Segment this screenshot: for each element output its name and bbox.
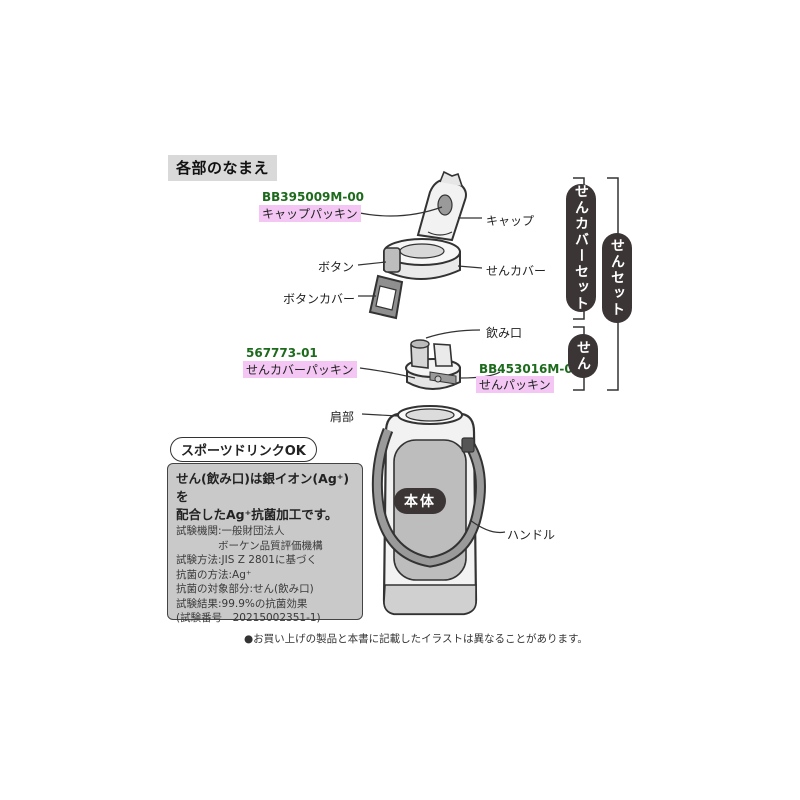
sports-drink-badge: スポーツドリンクOK bbox=[170, 437, 317, 462]
info-line: 抗菌の方法:Ag⁺ bbox=[176, 568, 252, 581]
plug-pill: せん bbox=[568, 334, 598, 378]
plug-cover-packing-code: 567773-01 bbox=[246, 346, 318, 360]
button-cover-label: ボタンカバー bbox=[283, 292, 356, 306]
plug-illustration bbox=[405, 339, 461, 390]
button-shape bbox=[383, 247, 401, 273]
section-title: 各部のなまえ bbox=[168, 155, 278, 181]
handle-label: ハンドル bbox=[507, 528, 556, 542]
plug-set-pill: せんセット bbox=[602, 233, 632, 323]
info-line: 試験方法:JIS Z 2801に基づく bbox=[176, 554, 317, 566]
plug-packing-code: BB453016M-00 bbox=[479, 362, 582, 376]
cap-label: キャップ bbox=[486, 214, 535, 228]
button-cover-illustration bbox=[368, 274, 404, 320]
shoulder-label: 肩部 bbox=[330, 410, 355, 424]
plug-cover-packing-label: せんカバーパッキン bbox=[243, 361, 357, 378]
mouthpiece-label: 飲み口 bbox=[486, 326, 523, 340]
info-line: 試験機関:一般財団法人 bbox=[176, 525, 285, 537]
info-line: 抗菌の対象部分:せん(飲み口) bbox=[176, 583, 314, 595]
cap-packing-label: キャップパッキン bbox=[259, 205, 361, 222]
handle-illustration bbox=[371, 427, 486, 568]
plug-packing-label: せんパッキン bbox=[476, 376, 554, 393]
plug-text: せん bbox=[575, 340, 591, 372]
leader-lines bbox=[354, 206, 506, 534]
bottle-body-illustration bbox=[382, 405, 478, 616]
cap-packing-code: BB395009M-00 bbox=[262, 190, 365, 204]
plug-cover-set-text: せんカバーセット bbox=[573, 184, 589, 312]
button-label: ボタン bbox=[318, 260, 355, 274]
info-line: (試験番号 20215002351-1) bbox=[176, 612, 321, 624]
plug-cover-illustration bbox=[383, 238, 461, 280]
info-heading-line-1: せん(飲み口)は銀イオン(Ag⁺)を bbox=[176, 471, 350, 504]
plug-cover-set-pill: せんカバーセット bbox=[566, 184, 596, 312]
info-line: 試験結果:99.9%の抗菌効果 bbox=[176, 597, 308, 610]
body-label: 本体 bbox=[394, 488, 446, 514]
plug-cover-label: せんカバー bbox=[486, 264, 547, 278]
info-heading-line-2: 配合したAg⁺抗菌加工です。 bbox=[176, 507, 338, 522]
cap-packing-shape bbox=[437, 194, 453, 216]
info-line: ボーケン品質評価機構 bbox=[176, 539, 323, 552]
antibacterial-info-box: せん(飲み口)は銀イオン(Ag⁺)を 配合したAg⁺抗菌加工です。 試験機関:一… bbox=[167, 463, 363, 624]
footnote: ●お買い上げの製品と本書に記載したイラストは異なることがあります。 bbox=[244, 633, 588, 645]
cap-illustration bbox=[416, 170, 467, 242]
plug-set-text: せんセット bbox=[609, 238, 625, 318]
